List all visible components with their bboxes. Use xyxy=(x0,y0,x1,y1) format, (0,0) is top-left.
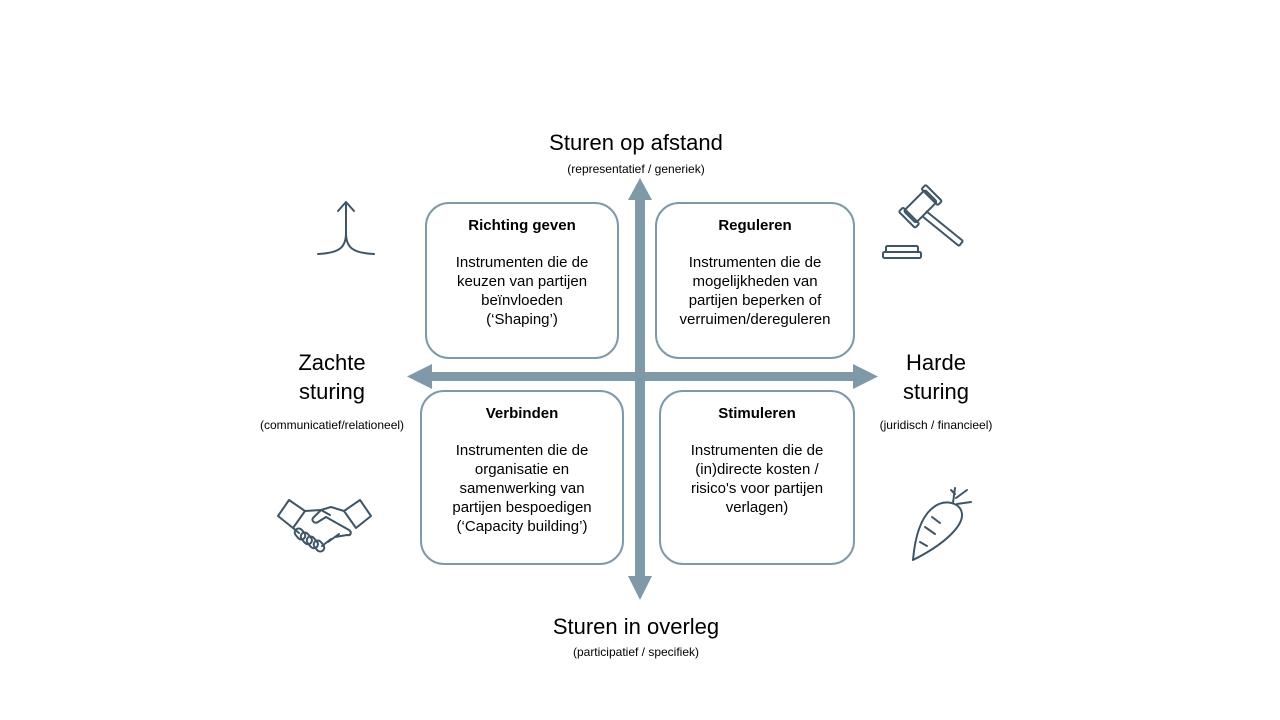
quadrant-description: Instrumenten die de organisatie en samen… xyxy=(452,442,592,535)
top-axis-subtitle: (representatief / generiek) xyxy=(567,162,705,176)
quadrant-title: Stimuleren xyxy=(718,405,796,422)
quadrant-description: Instrumenten die de (in)directe kosten /… xyxy=(690,442,824,516)
quadrant-richting-geven: Richting geven Instrumenten die de keuze… xyxy=(425,202,619,359)
vertical-axis-line xyxy=(635,196,645,576)
left-axis-subtitle: (communicatief/relationeel) xyxy=(259,418,405,432)
up-arrowhead xyxy=(628,178,652,200)
quadrant-description: Instrumenten die de keuzen van partijen … xyxy=(455,254,589,328)
right-axis-subtitle: (juridisch / financieel) xyxy=(879,418,993,432)
quadrant-reguleren: Reguleren Instrumenten die de mogelijkhe… xyxy=(655,202,855,359)
quadrant-stimuleren: Stimuleren Instrumenten die de (in)direc… xyxy=(659,390,855,565)
gavel-icon xyxy=(882,184,964,259)
bottom-axis-subtitle: (participatief / specifiek) xyxy=(572,645,700,659)
quadrant-verbinden: Verbinden Instrumenten die de organisati… xyxy=(420,390,624,565)
handshake-icon xyxy=(277,499,372,553)
left-axis-title: Zachte sturing xyxy=(298,350,366,404)
quadrant-title: Richting geven xyxy=(468,217,576,234)
bottom-axis-title: Sturen in overleg xyxy=(552,614,720,639)
quadrant-title: Verbinden xyxy=(485,405,559,422)
quadrant-title: Reguleren xyxy=(718,217,792,234)
split-arrow-icon xyxy=(317,201,375,255)
horizontal-axis-line xyxy=(428,372,858,381)
right-axis-title: Harde sturing xyxy=(902,350,970,404)
right-arrowhead xyxy=(853,364,878,389)
down-arrowhead xyxy=(628,576,652,600)
top-axis-title: Sturen op afstand xyxy=(549,130,723,155)
quadrant-description: Instrumenten die de mogelijkheden van pa… xyxy=(679,254,831,328)
carrot-icon xyxy=(912,487,972,561)
left-arrowhead xyxy=(407,364,432,389)
